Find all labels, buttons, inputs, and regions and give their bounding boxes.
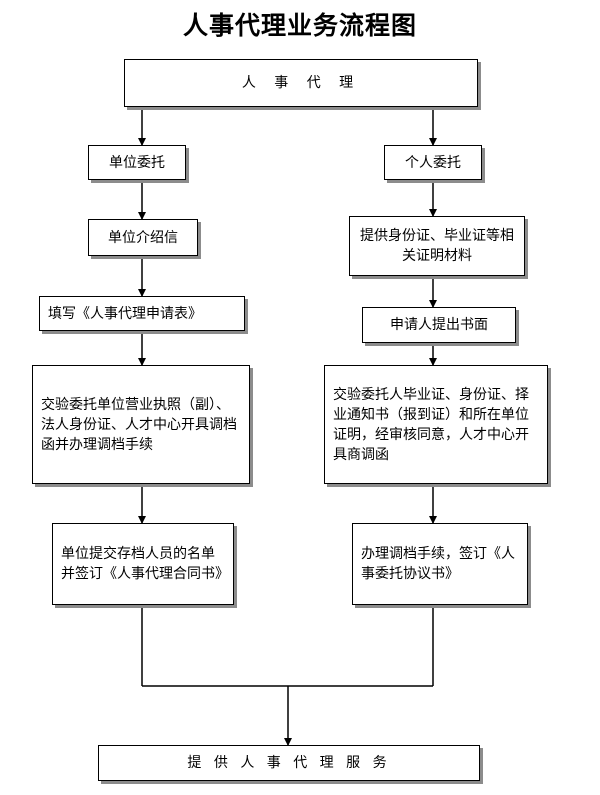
node-unit-document-check: 交验委托单位营业执照（副）、法人身份证、人才中心开具调档函并办理调档手续 — [32, 365, 250, 484]
node-unit-contract: 单位提交存档人员的名单并签订《人事代理合同书》 — [52, 523, 234, 605]
node-personal-verification-label: 交验委托人毕业证、身份证、择业通知书（报到证）和所在单位证明，经审核同意，人才中… — [333, 386, 529, 463]
node-personal-agreement: 办理调档手续，签订《人事委托协议书》 — [352, 523, 528, 605]
node-unit-introduction-letter: 单位介绍信 — [88, 219, 198, 256]
node-personal-documents-label: 提供身份证、毕业证等相关证明材料 — [360, 228, 514, 264]
node-personal-documents: 提供身份证、毕业证等相关证明材料 — [349, 216, 525, 276]
node-unit-entrust-label: 单位委托 — [109, 154, 165, 171]
node-personal-verification: 交验委托人毕业证、身份证、择业通知书（报到证）和所在单位证明，经审核同意，人才中… — [324, 365, 548, 484]
node-personal-written-application: 申请人提出书面 — [362, 307, 516, 343]
node-personal-entrust-label: 个人委托 — [405, 154, 461, 171]
node-fill-application-form-label: 填写《人事代理申请表》 — [48, 305, 202, 322]
node-provide-agency-service: 提 供 人 事 代 理 服 务 — [98, 745, 480, 781]
page-title: 人事代理业务流程图 — [182, 11, 417, 40]
node-fill-application-form: 填写《人事代理申请表》 — [39, 296, 245, 331]
node-personal-written-application-label: 申请人提出书面 — [390, 317, 488, 333]
node-unit-document-check-label: 交验委托单位营业执照（副）、法人身份证、人才中心开具调档函并办理调档手续 — [41, 396, 237, 453]
node-unit-introduction-letter-label: 单位介绍信 — [108, 229, 178, 246]
node-provide-agency-service-label: 提 供 人 事 代 理 服 务 — [187, 755, 391, 771]
node-unit-contract-label: 单位提交存档人员的名单并签订《人事代理合同书》 — [61, 546, 229, 582]
node-top-label: 人 事 代 理 — [241, 75, 361, 91]
node-personal-agreement-label: 办理调档手续，签订《人事委托协议书》 — [361, 546, 515, 582]
node-unit-entrust: 单位委托 — [88, 145, 186, 180]
node-top-personnel-agency: 人 事 代 理 — [124, 59, 478, 107]
node-personal-entrust: 个人委托 — [384, 145, 482, 180]
